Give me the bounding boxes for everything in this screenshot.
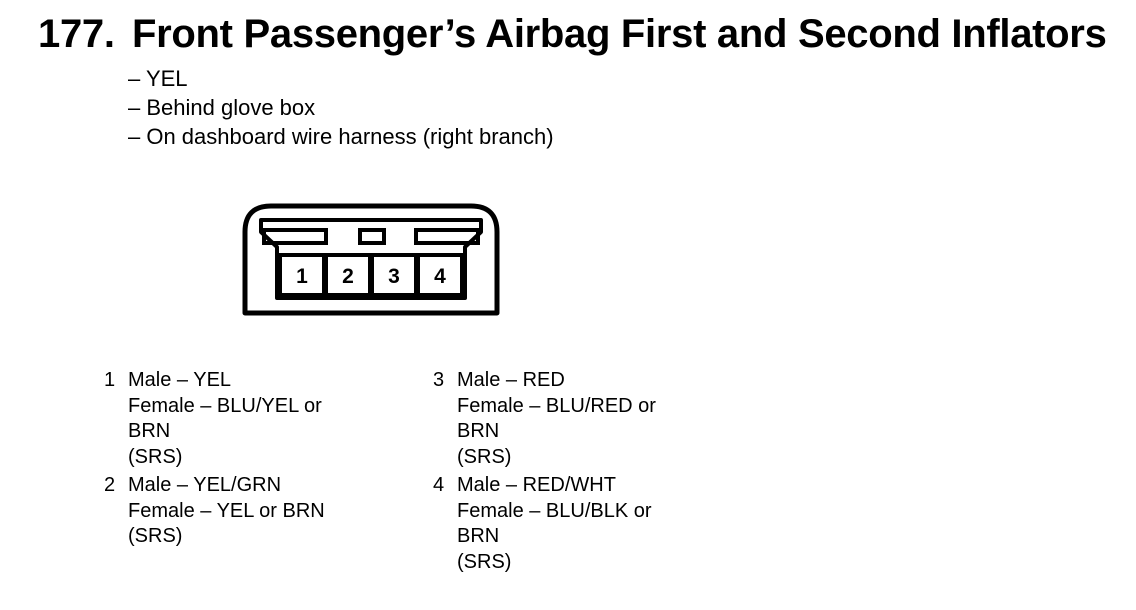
terminal-label-4: 4 (434, 265, 446, 288)
pin-list-right: 3 Male – RED Female – BLU/RED or BRN (SR… (433, 368, 656, 578)
pin-male-wire: Male – RED/WHT (457, 474, 616, 496)
title-number: 177. (38, 12, 115, 56)
pin-male-wire: Male – RED (457, 369, 565, 391)
connector-inner-outline (259, 218, 483, 300)
pin-entry-1: 1 Male – YEL Female – BLU/YEL or BRN (SR… (104, 368, 325, 470)
pin-circuit: (SRS) (457, 445, 512, 468)
terminal-label-2: 2 (342, 265, 354, 288)
pin-circuit: (SRS) (457, 550, 512, 573)
pin-male-wire: Male – YEL/GRN (128, 474, 282, 496)
pin-entry-4: 4 Male – RED/WHT Female – BLU/BLK or BRN… (433, 473, 656, 575)
terminal-cavity-4 (416, 253, 464, 297)
center-key (358, 228, 386, 245)
connector-details: – YEL – Behind glove box – On dashboard … (128, 64, 554, 151)
pin-female-wire-alt: BRN (128, 420, 171, 442)
pin-female-wire-alt: BRN (457, 525, 500, 547)
pin-female-wire: Female – BLU/YEL or (128, 394, 322, 417)
pin-circuit: (SRS) (128, 525, 183, 547)
terminal-label-1: 1 (296, 265, 308, 288)
pin-list-left: 1 Male – YEL Female – BLU/YEL or BRN (SR… (104, 368, 325, 553)
detail-color: – YEL (128, 66, 188, 91)
pin-number: 4 (433, 474, 445, 496)
connector-housing (242, 203, 500, 316)
pin-number: 3 (433, 369, 445, 391)
pin-male-wire: Male – YEL (128, 369, 232, 391)
pin-number: 1 (104, 369, 116, 391)
connector-diagram: 1 2 3 4 (242, 203, 500, 316)
terminal-label-3: 3 (388, 265, 400, 288)
pin-number: 2 (104, 474, 116, 496)
right-key-tab (414, 228, 480, 245)
page-title: 177. Front Passenger’s Airbag First and S… (38, 10, 1107, 58)
left-key-tab (262, 228, 328, 245)
pin-female-wire: Female – BLU/RED or (457, 394, 656, 417)
pin-female-wire: Female – YEL or BRN (128, 499, 325, 522)
detail-harness: – On dashboard wire harness (right branc… (128, 124, 554, 149)
pin-entry-2: 2 Male – YEL/GRN Female – YEL or BRN (SR… (104, 473, 325, 550)
pin-circuit: (SRS) (128, 445, 183, 468)
pin-entry-3: 3 Male – RED Female – BLU/RED or BRN (SR… (433, 368, 656, 470)
pin-female-wire-alt: BRN (457, 420, 500, 442)
title-text: Front Passenger’s Airbag First and Secon… (132, 12, 1107, 56)
detail-location: – Behind glove box (128, 95, 316, 120)
pin-female-wire: Female – BLU/BLK or (457, 499, 652, 522)
